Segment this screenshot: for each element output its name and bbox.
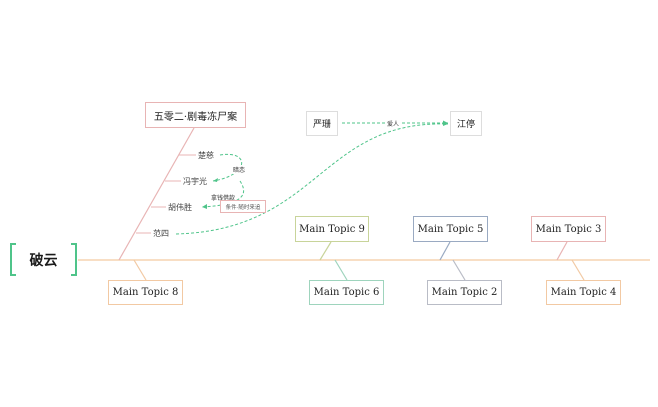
bone-case: [118, 127, 195, 261]
main-topic-4[interactable]: Main Topic 4: [546, 280, 621, 305]
relation-line-r1: [212, 153, 243, 182]
main-topic-3[interactable]: Main Topic 3: [531, 216, 606, 242]
subtopic-fansi[interactable]: 范四: [153, 228, 169, 239]
relation-line-r2: [201, 180, 245, 208]
relation-label-r4[interactable]: 爱人: [386, 119, 401, 128]
relation-label-r4-text: 爱人: [387, 121, 400, 128]
case-topic[interactable]: 五零二·剧毒冻尸案: [145, 102, 246, 128]
subtopic-fengyuguang-label: 冯宇光: [183, 177, 207, 186]
bone-t5: [439, 241, 451, 261]
arrowhead-r1: [213, 178, 218, 182]
main-topic-4-label: Main Topic 4: [550, 287, 617, 298]
floating-topic-yanshan[interactable]: 严珊: [306, 111, 338, 136]
bone-t8: [133, 259, 147, 281]
root-topic[interactable]: 破云: [10, 243, 77, 276]
bone-t6: [334, 259, 348, 281]
subtopic-chuci[interactable]: 楚慈: [198, 150, 214, 161]
bone-t4: [571, 259, 585, 281]
floating-topic-jiangting-label: 江停: [456, 120, 475, 130]
relation-line-r3: [175, 123, 449, 235]
subtopic-fengyuguang[interactable]: 冯宇光: [183, 176, 207, 187]
bone-t2: [452, 259, 466, 281]
main-topic-2-label: Main Topic 2: [431, 287, 498, 298]
root-bracket-left: [10, 243, 16, 276]
relation-label-r1[interactable]: 暗恋: [233, 165, 246, 174]
main-topic-6-label: Main Topic 6: [313, 287, 380, 298]
main-topic-3-label: Main Topic 3: [535, 223, 602, 235]
main-topic-8[interactable]: Main Topic 8: [108, 280, 183, 305]
main-topic-6[interactable]: Main Topic 6: [309, 280, 384, 305]
bone-t3: [556, 241, 568, 261]
relation-label-r2-text: 拿钱借款: [211, 195, 236, 202]
floating-topic-jiangting[interactable]: 江停: [450, 111, 482, 136]
subtopic-huweisheng[interactable]: 胡伟胜: [168, 202, 192, 213]
main-topic-9-label: Main Topic 9: [299, 223, 365, 235]
callout-box[interactable]: 条件·随时来追: [220, 200, 266, 213]
arrowhead-r2: [202, 204, 207, 209]
main-topic-8-label: Main Topic 8: [112, 287, 179, 298]
root-bracket-right: [71, 243, 77, 276]
case-topic-label: 五零二·剧毒冻尸案: [153, 111, 238, 123]
bone-t9: [319, 241, 332, 261]
subtopic-chuci-label: 楚慈: [198, 151, 214, 160]
relation-label-r2[interactable]: 拿钱借款: [211, 193, 236, 202]
main-topic-5-label: Main Topic 5: [417, 223, 484, 235]
subtopic-huweisheng-label: 胡伟胜: [168, 203, 192, 212]
root-label: 破云: [29, 252, 58, 269]
subtopic-fansi-label: 范四: [153, 229, 169, 238]
main-topic-9[interactable]: Main Topic 9: [295, 216, 369, 242]
relation-label-r1-text: 暗恋: [233, 167, 246, 174]
arrowhead-r4: [443, 120, 448, 126]
callout-label: 条件·随时来追: [225, 204, 261, 211]
main-topic-2[interactable]: Main Topic 2: [427, 280, 502, 305]
floating-topic-yanshan-label: 严珊: [312, 120, 331, 130]
main-topic-5[interactable]: Main Topic 5: [413, 216, 488, 242]
